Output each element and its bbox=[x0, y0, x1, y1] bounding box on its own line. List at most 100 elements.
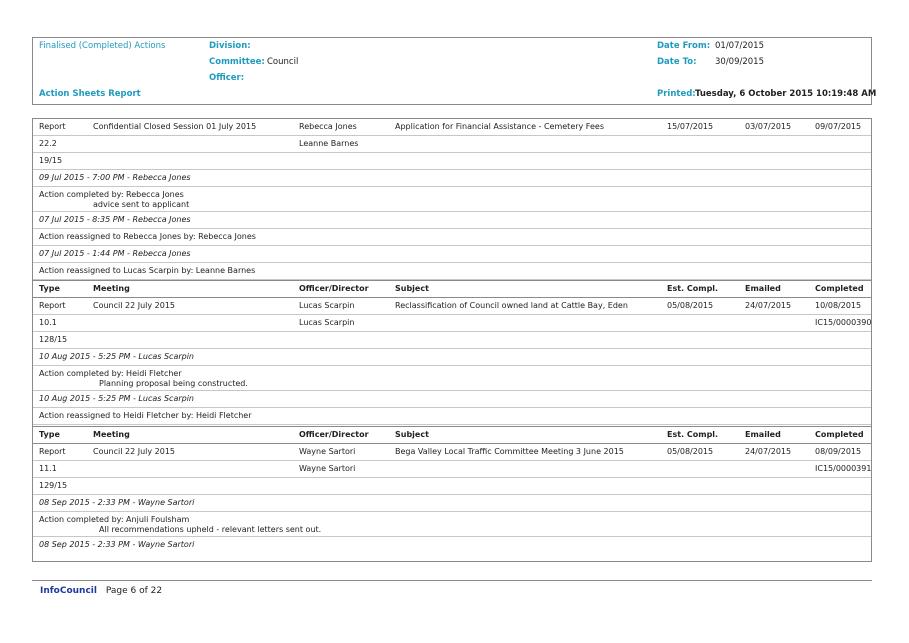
meeting-cell: Council 22 July 2015 bbox=[93, 301, 176, 310]
record-row: 128/15 bbox=[33, 332, 871, 349]
note-text: Action completed by: Heidi Fletcher bbox=[39, 369, 182, 378]
note-row: Action completed by: Anjuli Foulsham All… bbox=[33, 512, 871, 537]
col-est-compl: Est. Compl. bbox=[667, 284, 719, 293]
brand-name: InfoCouncil bbox=[40, 586, 97, 596]
note-timestamp: 07 Jul 2015 - 8:35 PM - Rebecca Jones bbox=[39, 215, 191, 224]
note-row: Action completed by: Heidi Fletcher Plan… bbox=[33, 366, 871, 391]
column-header-row: Type Meeting Officer/Director Subject Es… bbox=[33, 426, 871, 444]
col-type: Type bbox=[39, 284, 60, 293]
officer-cell: Lucas Scarpin bbox=[299, 318, 355, 327]
officer-cell: Wayne Sartori bbox=[299, 464, 356, 473]
type-cell: Report bbox=[39, 122, 66, 131]
note-row: 10 Aug 2015 - 5:25 PM - Lucas Scarpin bbox=[33, 391, 871, 408]
number-cell: 19/15 bbox=[39, 156, 63, 165]
note-timestamp: 10 Aug 2015 - 5:25 PM - Lucas Scarpin bbox=[39, 394, 195, 403]
note-row: 08 Sep 2015 - 2:33 PM - Wayne Sartori bbox=[33, 537, 871, 553]
note-timestamp: 08 Sep 2015 - 2:33 PM - Wayne Sartori bbox=[39, 498, 195, 507]
committee-label: Committee: bbox=[209, 57, 265, 67]
record-row: 10.1 Lucas Scarpin IC15/0000390 bbox=[33, 315, 871, 332]
footer-divider bbox=[32, 580, 872, 581]
division-label: Division: bbox=[209, 41, 251, 51]
col-emailed: Emailed bbox=[745, 430, 781, 439]
record-row: 129/15 bbox=[33, 478, 871, 495]
note-row: 08 Sep 2015 - 2:33 PM - Wayne Sartori bbox=[33, 495, 871, 512]
date-from-value: 01/07/2015 bbox=[715, 41, 764, 51]
record-row: Report Council 22 July 2015 Wayne Sartor… bbox=[33, 444, 871, 461]
number-cell: 128/15 bbox=[39, 335, 68, 344]
completed-cell: 10/08/2015 bbox=[815, 301, 862, 310]
emailed-cell: 24/07/2015 bbox=[745, 301, 792, 310]
col-subject: Subject bbox=[395, 284, 429, 293]
note-row: 10 Aug 2015 - 5:25 PM - Lucas Scarpin bbox=[33, 349, 871, 366]
note-row: 09 Jul 2015 - 7:00 PM - Rebecca Jones bbox=[33, 170, 871, 187]
page-number: Page 6 of 22 bbox=[105, 586, 163, 596]
subject-cell: Bega Valley Local Traffic Committee Meet… bbox=[395, 447, 624, 456]
subject-cell: Application for Financial Assistance - C… bbox=[395, 122, 604, 131]
report-type: Finalised (Completed) Actions bbox=[39, 41, 166, 51]
page-footer: InfoCouncil Page 6 of 22 bbox=[40, 586, 162, 596]
subject-cell: Reclassification of Council owned land a… bbox=[395, 301, 628, 310]
officer-cell: Rebecca Jones bbox=[299, 122, 357, 131]
officer-label: Officer: bbox=[209, 73, 245, 83]
committee-value: Council bbox=[267, 57, 299, 67]
record-row: 11.1 Wayne Sartori IC15/0000391 bbox=[33, 461, 871, 478]
record-row: 19/15 bbox=[33, 153, 871, 170]
est-compl-cell: 15/07/2015 bbox=[667, 122, 714, 131]
note-row: Action reassigned to Heidi Fletcher by: … bbox=[33, 408, 871, 425]
note-detail: advice sent to applicant bbox=[93, 200, 190, 209]
report-header: Finalised (Completed) Actions Division: … bbox=[32, 37, 876, 105]
col-subject: Subject bbox=[395, 430, 429, 439]
est-compl-cell: 05/08/2015 bbox=[667, 447, 714, 456]
est-compl-cell: 05/08/2015 bbox=[667, 301, 714, 310]
meeting-cell: Confidential Closed Session 01 July 2015 bbox=[93, 122, 257, 131]
officer-cell: Wayne Sartori bbox=[299, 447, 356, 456]
date-to-label: Date To: bbox=[657, 57, 697, 67]
record-row: 22.2 Leanne Barnes bbox=[33, 136, 871, 153]
item-cell: 22.2 bbox=[39, 139, 57, 148]
item-cell: 11.1 bbox=[39, 464, 57, 473]
number-cell: 129/15 bbox=[39, 481, 68, 490]
col-officer: Officer/Director bbox=[299, 284, 369, 293]
meeting-cell: Council 22 July 2015 bbox=[93, 447, 176, 456]
note-text: Action reassigned to Heidi Fletcher by: … bbox=[39, 411, 252, 420]
col-completed: Completed bbox=[815, 284, 864, 293]
date-to-value: 30/09/2015 bbox=[715, 57, 764, 67]
col-meeting: Meeting bbox=[93, 430, 130, 439]
note-row: 07 Jul 2015 - 8:35 PM - Rebecca Jones bbox=[33, 212, 871, 229]
note-detail: Planning proposal being constructed. bbox=[99, 379, 248, 388]
col-officer: Officer/Director bbox=[299, 430, 369, 439]
actions-table: Report Confidential Closed Session 01 Ju… bbox=[32, 118, 872, 562]
printed-label: Printed: bbox=[657, 89, 696, 99]
col-emailed: Emailed bbox=[745, 284, 781, 293]
note-timestamp: 09 Jul 2015 - 7:00 PM - Rebecca Jones bbox=[39, 173, 191, 182]
col-est-compl: Est. Compl. bbox=[667, 430, 719, 439]
note-timestamp: 07 Jul 2015 - 1:44 PM - Rebecca Jones bbox=[39, 249, 191, 258]
record-row: Report Confidential Closed Session 01 Ju… bbox=[33, 119, 871, 136]
officer-cell: Leanne Barnes bbox=[299, 139, 359, 148]
note-row: 07 Jul 2015 - 1:44 PM - Rebecca Jones bbox=[33, 246, 871, 263]
officer-cell: Lucas Scarpin bbox=[299, 301, 355, 310]
note-text: Action completed by: Anjuli Foulsham bbox=[39, 515, 190, 524]
report-title: Action Sheets Report bbox=[39, 89, 141, 99]
note-timestamp: 08 Sep 2015 - 2:33 PM - Wayne Sartori bbox=[39, 540, 195, 549]
completed-cell: 09/07/2015 bbox=[815, 122, 862, 131]
note-row: Action completed by: Rebecca Jones advic… bbox=[33, 187, 871, 212]
emailed-cell: 03/07/2015 bbox=[745, 122, 792, 131]
reference-cell: IC15/0000390 bbox=[815, 318, 872, 327]
completed-cell: 08/09/2015 bbox=[815, 447, 862, 456]
date-from-label: Date From: bbox=[657, 41, 711, 51]
note-row: Action reassigned to Lucas Scarpin by: L… bbox=[33, 263, 871, 280]
record-row: Report Council 22 July 2015 Lucas Scarpi… bbox=[33, 298, 871, 315]
emailed-cell: 24/07/2015 bbox=[745, 447, 792, 456]
column-header-row: Type Meeting Officer/Director Subject Es… bbox=[33, 280, 871, 298]
note-detail: All recommendations upheld - relevant le… bbox=[99, 525, 322, 534]
col-meeting: Meeting bbox=[93, 284, 130, 293]
col-completed: Completed bbox=[815, 430, 864, 439]
col-type: Type bbox=[39, 430, 60, 439]
note-text: Action reassigned to Rebecca Jones by: R… bbox=[39, 232, 256, 241]
note-text: Action completed by: Rebecca Jones bbox=[39, 190, 184, 199]
type-cell: Report bbox=[39, 301, 66, 310]
note-row: Action reassigned to Rebecca Jones by: R… bbox=[33, 229, 871, 246]
note-text: Action reassigned to Lucas Scarpin by: L… bbox=[39, 266, 256, 275]
printed-value: Tuesday, 6 October 2015 10:19:48 AM bbox=[695, 89, 877, 99]
